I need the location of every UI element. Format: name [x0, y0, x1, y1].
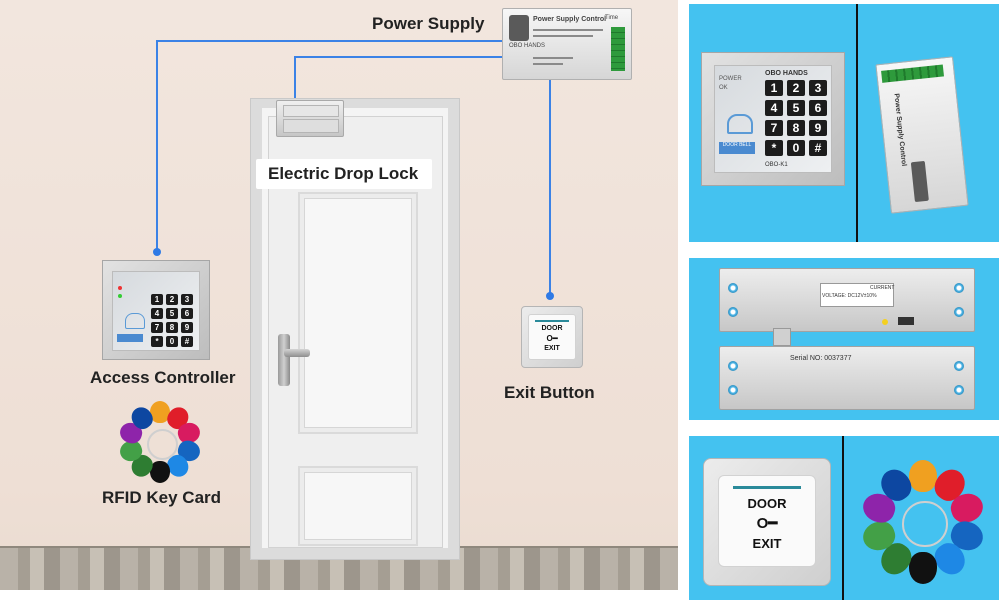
door-bell-key: [117, 334, 143, 342]
keypad-key[interactable]: 9: [181, 322, 193, 333]
wire-node-exit: [546, 292, 554, 300]
lock-current-text: CURRENT: [870, 285, 895, 291]
keypad-key[interactable]: 2: [787, 80, 805, 96]
rfid-tag: [909, 460, 937, 492]
exit-button-label: Exit Button: [504, 383, 595, 402]
rfid-tag: [909, 552, 937, 584]
rfid-icon: [125, 313, 145, 329]
keypad-key[interactable]: 4: [151, 308, 163, 319]
keypad-key[interactable]: 3: [809, 80, 827, 96]
power-supply-title: Power Supply Control: [533, 16, 607, 23]
door-handle-lever: [284, 349, 310, 357]
led-ok-label: OK: [719, 85, 728, 91]
exit-exit-text: EXIT: [544, 345, 560, 352]
keypad-key[interactable]: 5: [166, 308, 178, 319]
wire-exit-vertical: [549, 80, 551, 298]
exit-button-closeup: DOOR O━ EXIT: [703, 458, 831, 586]
keypad-model: OBO-K1: [765, 162, 788, 168]
door-panel-upper: [298, 192, 418, 434]
wire-keypad-vertical: [156, 40, 158, 250]
keypad-key[interactable]: *: [765, 140, 783, 156]
key-icon: O━: [756, 515, 778, 532]
power-supply-time: Time: [605, 15, 619, 21]
product-tile-drop-lock: VOLTAGE: DC12V±10% CURRENT Serial NO: 00…: [689, 258, 999, 420]
power-supply-unit: Power Supply Control OBO HANDS Time: [502, 8, 632, 80]
keypad-key[interactable]: 6: [181, 308, 193, 319]
power-supply-title-vertical: Power Supply Control: [892, 93, 908, 167]
lock-body: VOLTAGE: DC12V±10% CURRENT: [719, 268, 975, 332]
keypad-key[interactable]: 3: [181, 294, 193, 305]
door-panel-lower: [298, 466, 418, 546]
status-led: [882, 319, 888, 325]
tile-divider: [856, 4, 858, 242]
terminal-block: [881, 64, 944, 83]
exit-button-device: DOOR O━ EXIT: [521, 306, 583, 368]
lock-bolt: [773, 328, 791, 346]
keypad-key[interactable]: 6: [809, 100, 827, 116]
keypad-key[interactable]: #: [181, 336, 193, 347]
exit-door-text: DOOR: [747, 496, 787, 511]
keypad-key[interactable]: #: [809, 140, 827, 156]
keypad-key[interactable]: 1: [151, 294, 163, 305]
rfid-key-cards: [855, 452, 991, 592]
key-icon: O━: [546, 334, 558, 343]
door-bell-key: DOOR BELL: [719, 142, 755, 154]
keypad-key[interactable]: 4: [765, 100, 783, 116]
keypad-brand: OBO HANDS: [765, 70, 808, 77]
hand-logo-icon: [910, 160, 929, 203]
power-supply-closeup: Power Supply Control: [875, 56, 969, 214]
keypad-key[interactable]: 0: [787, 140, 805, 156]
rfid-key-card-label: RFID Key Card: [102, 488, 222, 507]
rfid-key-cards: [112, 398, 208, 486]
wire-node-keypad: [153, 248, 161, 256]
lock-serial-text: Serial NO: 0037377: [790, 355, 852, 362]
key-ring: [146, 428, 178, 460]
keypad-key[interactable]: 1: [765, 80, 783, 96]
keypad-key[interactable]: 8: [166, 322, 178, 333]
key-ring: [902, 501, 948, 547]
keypad-key[interactable]: 7: [151, 322, 163, 333]
lock-label-box: [256, 159, 432, 189]
keypad-key[interactable]: 9: [809, 120, 827, 136]
access-controller-label: Access Controller: [90, 368, 236, 387]
power-supply-label: Power Supply: [372, 14, 485, 33]
product-tile-exit-rfid: DOOR O━ EXIT: [689, 436, 999, 600]
exit-exit-text: EXIT: [752, 536, 782, 551]
door-handle-plate: [278, 334, 290, 386]
wiring-diagram: Power Supply Control OBO HANDS Time Powe…: [0, 0, 678, 606]
lock-switch: [898, 317, 914, 325]
keypad-key[interactable]: 7: [765, 120, 783, 136]
keypad-key[interactable]: 0: [166, 336, 178, 347]
keypad-key[interactable]: 8: [787, 120, 805, 136]
lock-voltage-text: VOLTAGE: DC12V±10%: [822, 293, 877, 299]
electric-drop-lock: [276, 100, 344, 137]
wire-keypad-horizontal: [156, 40, 504, 42]
lock-strike-plate: Serial NO: 0037377: [719, 346, 975, 410]
keypad-key[interactable]: 2: [166, 294, 178, 305]
rfid-tag: [150, 401, 170, 423]
keypad-key[interactable]: *: [151, 336, 163, 347]
floor-bottom: [0, 590, 678, 606]
tile-divider: [842, 436, 844, 600]
rfid-icon: [727, 114, 753, 134]
electric-drop-lock-label: Electric Drop Lock: [268, 164, 419, 183]
wire-lock-vertical: [294, 56, 296, 104]
exit-door-text: DOOR: [541, 325, 563, 332]
power-supply-brand: OBO HANDS: [509, 43, 546, 49]
led-power-label: POWER: [719, 76, 742, 82]
keypad-key[interactable]: 5: [787, 100, 805, 116]
wire-lock-horizontal: [294, 56, 504, 58]
hand-logo-icon: [509, 15, 529, 41]
terminal-block: [611, 27, 625, 71]
